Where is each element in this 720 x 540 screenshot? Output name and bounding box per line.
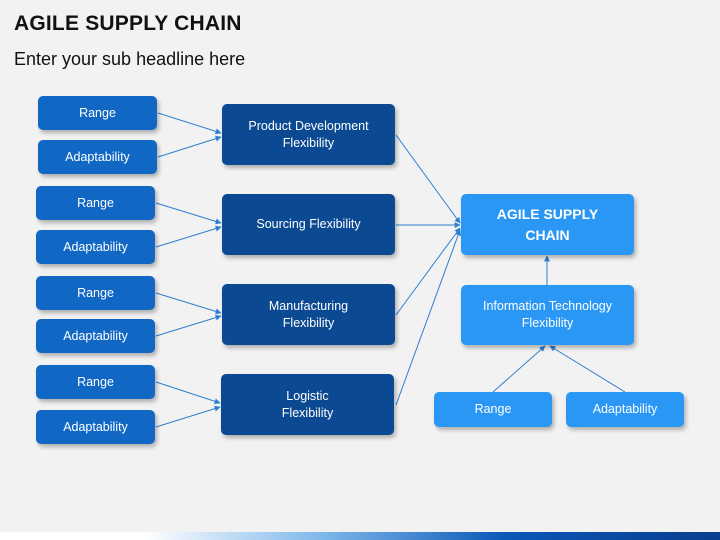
- connector-it-adapt: [549, 345, 626, 393]
- it-leaf-adaptability: Adaptability: [566, 392, 684, 427]
- it-flexibility: Information Technology Flexibility: [461, 285, 634, 345]
- footer-gradient-bar: [0, 532, 720, 540]
- group-product-development: Product Development Flexibility: [222, 104, 395, 165]
- connector-g1-hub: [395, 134, 461, 224]
- group-logistic: Logistic Flexibility: [221, 374, 394, 435]
- connector-g1-range: [157, 112, 222, 135]
- leaf-adaptability-2: Adaptability: [36, 230, 155, 264]
- connector-g4-adapt: [155, 405, 221, 428]
- connector-g2-adapt: [155, 225, 222, 248]
- connector-it-range: [492, 345, 546, 393]
- connector-g3-hub: [395, 227, 461, 316]
- connector-g3-range: [155, 292, 222, 315]
- hub-agile-supply-chain: AGILE SUPPLY CHAIN: [461, 194, 634, 255]
- leaf-adaptability-3: Adaptability: [36, 319, 155, 353]
- group-manufacturing: Manufacturing Flexibility: [222, 284, 395, 345]
- leaf-adaptability-1: Adaptability: [38, 140, 157, 174]
- leaf-range-2: Range: [36, 186, 155, 220]
- leaf-range-1: Range: [38, 96, 157, 130]
- connector-g1-adapt: [157, 135, 222, 158]
- group-sourcing: Sourcing Flexibility: [222, 194, 395, 255]
- leaf-range-4: Range: [36, 365, 155, 399]
- page-title: AGILE SUPPLY CHAIN: [14, 12, 242, 35]
- page-subtitle: Enter your sub headline here: [14, 49, 246, 69]
- connector-g4-range: [155, 381, 221, 405]
- connector-g4-hub: [395, 229, 461, 406]
- connector-g3-adapt: [155, 314, 222, 337]
- it-leaf-range: Range: [434, 392, 552, 427]
- leaf-adaptability-4: Adaptability: [36, 410, 155, 444]
- connector-g2-range: [155, 202, 222, 225]
- leaf-range-3: Range: [36, 276, 155, 310]
